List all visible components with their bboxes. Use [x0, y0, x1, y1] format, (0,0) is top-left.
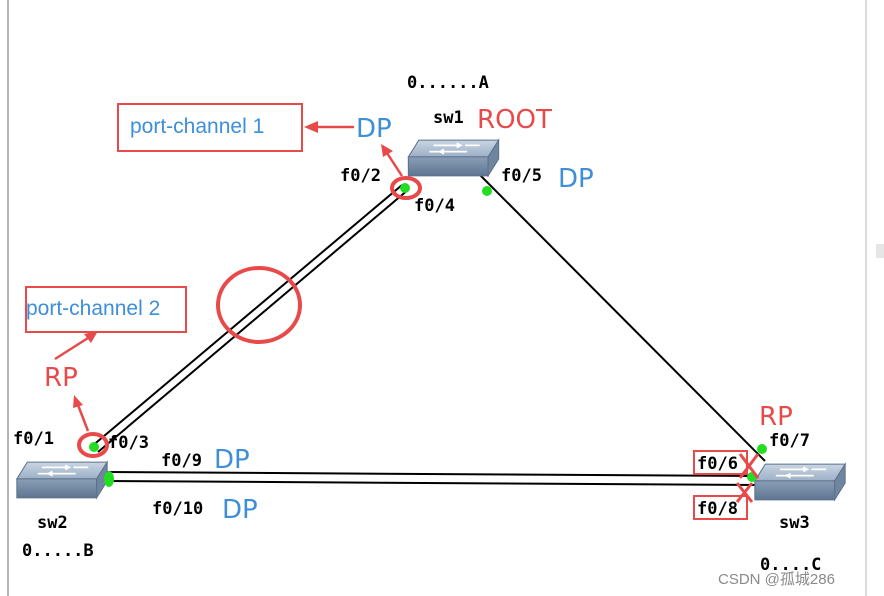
sw1-pc1-role-dp: DP	[356, 114, 392, 144]
sw2-port-channel-marker	[77, 432, 109, 458]
switch-sw3-icon[interactable]	[753, 463, 847, 501]
sw2-port-f0-3: f0/3	[108, 433, 149, 453]
sw3-f0-8-box	[693, 495, 748, 520]
sw3-port-f0-8: f0/8	[697, 499, 738, 519]
sw2-port-f0-10: f0/10	[152, 499, 203, 519]
sw1-bridge-id: 0......A	[407, 73, 489, 93]
sw2-f0-10-role-dp: DP	[222, 495, 258, 525]
sw1-root-label: ROOT	[477, 105, 552, 135]
sw2-port-f0-9: f0/9	[161, 451, 202, 471]
sw1-port-f0-2: f0/2	[340, 166, 381, 186]
sw3-f0-7-role-rp: RP	[759, 402, 793, 432]
link-sw2-sw3-pair	[103, 471, 759, 486]
arrow-rp-to-pc2	[54, 331, 98, 361]
sw3-port-f0-7: f0/7	[769, 431, 810, 451]
port-dot-sw2-f0-3	[89, 442, 99, 452]
port-channel-1-box	[117, 103, 303, 152]
port-channel-2-box	[25, 286, 187, 333]
port-dot-sw3-f0-7	[757, 444, 767, 454]
sw1-f0-5-role-dp: DP	[558, 164, 594, 194]
port-channel-1-label: port-channel 1	[130, 115, 264, 138]
arrow-sw1-port-to-dp	[381, 144, 404, 177]
sw2-bridge-id: 0.....B	[22, 541, 94, 561]
watermark: CSDN @孤城286	[718, 571, 835, 588]
sw1-port-channel-marker	[390, 176, 422, 200]
port-dot-sw1-f0-5	[482, 186, 492, 196]
arrow-sw2-port-to-rp	[73, 395, 90, 432]
sw1-port-f0-5: f0/5	[501, 166, 542, 186]
sw2-port-f0-1: f0/1	[13, 429, 54, 449]
link-sw1-sw3	[478, 173, 766, 462]
switch-sw2-icon[interactable]	[15, 461, 109, 499]
sw2-f0-9-role-dp: DP	[214, 445, 250, 475]
sw3-port-f0-6: f0/6	[697, 454, 738, 474]
port-channel-bundle-marker	[216, 266, 302, 344]
port-dot-sw1-f0-2	[400, 183, 410, 193]
port-channel-2-label: port-channel 2	[26, 297, 160, 320]
sw3-name: sw3	[779, 513, 810, 533]
sw1-port-f0-4: f0/4	[414, 196, 455, 216]
sw1-name: sw1	[433, 108, 464, 128]
sw2-name: sw2	[37, 513, 68, 533]
port-dot-sw2-f0-9	[104, 471, 114, 487]
switch-sw1-icon[interactable]	[407, 139, 500, 177]
blocked-f0-8-x-icon	[735, 482, 754, 503]
sw3-f0-6-box	[693, 450, 748, 475]
link-sw1-sw2-port-channel	[90, 184, 410, 453]
sw2-pc2-role-rp: RP	[44, 363, 78, 393]
sw3-bridge-id: 0....C	[760, 555, 821, 575]
arrow-dp-to-pc1	[304, 121, 354, 133]
scrollbar-handle[interactable]	[876, 244, 884, 258]
